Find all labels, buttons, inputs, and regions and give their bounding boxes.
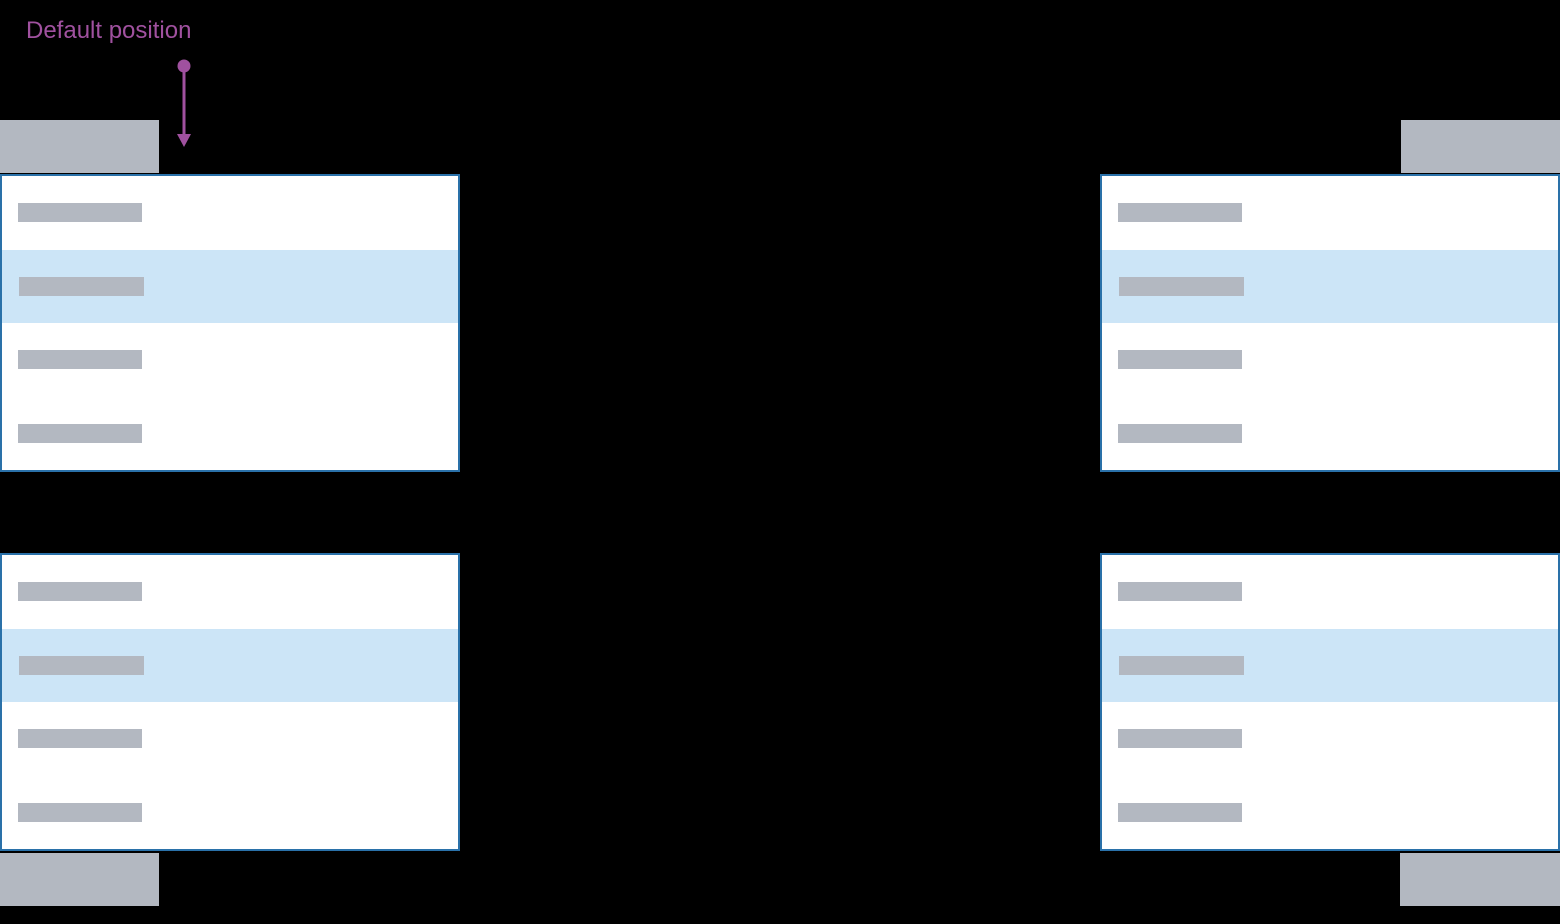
menu-item[interactable]: [1102, 776, 1558, 850]
menu-item-text-placeholder: [1118, 423, 1242, 443]
menu-item-highlighted[interactable]: [1102, 249, 1558, 323]
menu-item-text-placeholder: [19, 276, 144, 296]
menu-item-text-placeholder: [1118, 729, 1242, 749]
menu-item[interactable]: [1102, 323, 1558, 397]
menu-trigger-button-bottom-right[interactable]: [1400, 853, 1560, 906]
menu-item-text-placeholder: [18, 203, 142, 223]
menu-item-text-placeholder: [18, 582, 142, 602]
menu-item-highlighted[interactable]: [2, 249, 458, 323]
dropdown-menu-bottom-left: [0, 553, 460, 851]
menu-item[interactable]: [2, 397, 458, 471]
menu-trigger-button-top-right[interactable]: [1401, 120, 1560, 173]
menu-item[interactable]: [1102, 397, 1558, 471]
menu-item-text-placeholder: [18, 802, 142, 822]
arrow-down-icon: [177, 59, 191, 147]
dropdown-menu-top-left: [0, 174, 460, 472]
menu-item-text-placeholder: [1118, 203, 1242, 223]
menu-item-text-placeholder: [18, 423, 142, 443]
menu-item-text-placeholder: [1119, 655, 1244, 675]
dropdown-menu-bottom-right: [1100, 553, 1560, 851]
menu-item-text-placeholder: [18, 350, 142, 370]
menu-item-text-placeholder: [19, 655, 144, 675]
menu-item-highlighted[interactable]: [1102, 628, 1558, 702]
dropdown-menu-top-right: [1100, 174, 1560, 472]
menu-item[interactable]: [2, 176, 458, 250]
annotation-label: Default position: [26, 17, 192, 44]
menu-trigger-button-top-left[interactable]: [0, 120, 159, 173]
menu-item[interactable]: [2, 555, 458, 629]
menu-item-highlighted[interactable]: [2, 628, 458, 702]
menu-item-text-placeholder: [1118, 802, 1242, 822]
menu-item[interactable]: [1102, 702, 1558, 776]
menu-item-text-placeholder: [1118, 350, 1242, 370]
menu-item[interactable]: [2, 702, 458, 776]
menu-item[interactable]: [2, 776, 458, 850]
menu-trigger-button-bottom-left[interactable]: [0, 853, 159, 906]
menu-item-text-placeholder: [1119, 276, 1244, 296]
menu-item[interactable]: [1102, 555, 1558, 629]
menu-item-text-placeholder: [18, 729, 142, 749]
menu-item[interactable]: [1102, 176, 1558, 250]
menu-item[interactable]: [2, 323, 458, 397]
menu-item-text-placeholder: [1118, 582, 1242, 602]
